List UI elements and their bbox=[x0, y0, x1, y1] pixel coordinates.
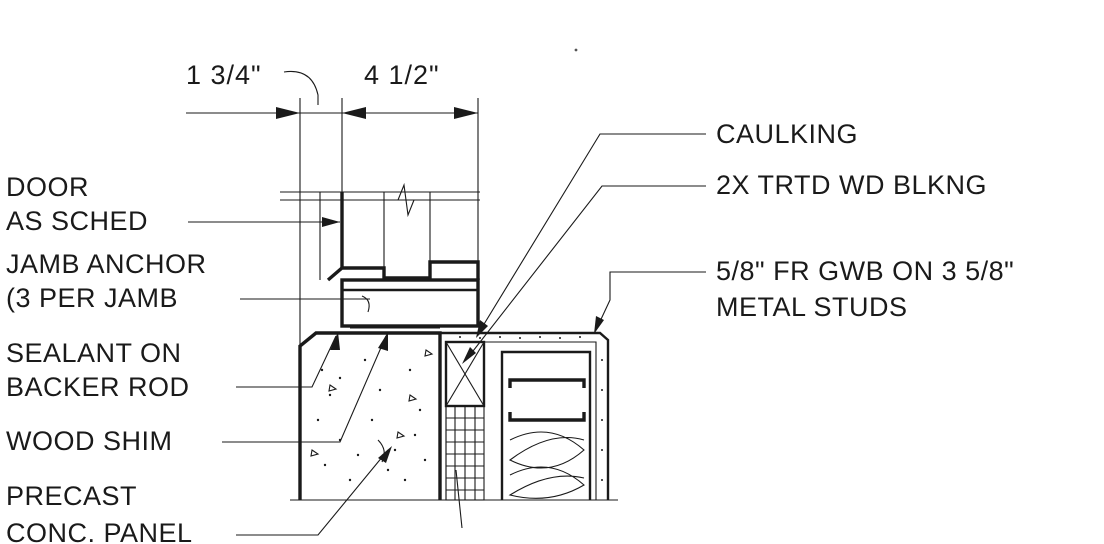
stud-top bbox=[508, 378, 586, 388]
frame-profile bbox=[326, 260, 480, 282]
label-door-2: AS SCHED bbox=[6, 206, 148, 236]
dimension-group: 1 3/4" 4 1/2" bbox=[186, 60, 479, 500]
gwb-outer bbox=[438, 331, 610, 500]
leader-blocking-arrow bbox=[462, 347, 476, 364]
label-precast-2: CONC. PANEL bbox=[6, 518, 193, 544]
leader-gwb-arrow bbox=[594, 316, 604, 334]
blocking-cross-2 bbox=[445, 341, 485, 407]
gwb-stipple bbox=[459, 336, 603, 481]
left-labels: DOOR AS SCHED JAMB ANCHOR (3 PER JAMB SE… bbox=[6, 172, 392, 544]
jamb-anchor bbox=[340, 278, 480, 328]
leader-gwb bbox=[595, 271, 706, 331]
stud-cavity bbox=[500, 350, 592, 500]
stud-bottom bbox=[508, 412, 586, 422]
leader-blocking bbox=[465, 185, 706, 361]
leader-sealant-arrow bbox=[330, 332, 340, 350]
leader-sealant bbox=[236, 335, 337, 388]
label-shim: WOOD SHIM bbox=[6, 426, 173, 456]
insulation-1 bbox=[508, 431, 585, 469]
door-frame bbox=[280, 182, 480, 328]
label-gwb-2: METAL STUDS bbox=[716, 292, 908, 322]
leader-precast-arrow bbox=[378, 446, 392, 463]
gwb-inner bbox=[445, 341, 597, 500]
stray-dot bbox=[574, 48, 578, 52]
dimension-leader bbox=[283, 70, 319, 105]
concrete-stipple bbox=[316, 358, 427, 482]
leader-shim bbox=[222, 335, 387, 443]
bottom-leader bbox=[455, 469, 463, 529]
break-symbol bbox=[397, 182, 415, 218]
arrowhead-3 bbox=[454, 107, 478, 119]
dimension-left-text: 1 3/4" bbox=[186, 60, 262, 90]
leader-door-arrow bbox=[322, 217, 340, 227]
leader-caulking bbox=[477, 133, 706, 335]
dimension-right-text: 4 1/2" bbox=[364, 60, 440, 90]
precast-panel bbox=[298, 327, 442, 500]
leader-precast bbox=[236, 449, 389, 536]
label-sealant-2: BACKER ROD bbox=[6, 372, 190, 402]
label-anchor-1: JAMB ANCHOR bbox=[6, 249, 207, 279]
insulation-2 bbox=[508, 466, 585, 499]
anchor-squiggle bbox=[361, 295, 370, 313]
arrowhead-1 bbox=[276, 107, 300, 119]
panel-outline bbox=[298, 331, 442, 500]
mesh-grid bbox=[446, 406, 484, 500]
wall-assembly bbox=[290, 331, 618, 529]
right-labels: CAULKING 2X TRTD WD BLKNG 5/8" FR GWB ON… bbox=[462, 119, 1014, 364]
label-sealant-1: SEALANT ON bbox=[6, 338, 182, 368]
label-door-1: DOOR bbox=[6, 172, 89, 202]
arrowhead-2 bbox=[342, 107, 366, 119]
label-precast-1: PRECAST bbox=[6, 481, 137, 511]
leader-shim-arrow bbox=[378, 332, 388, 351]
label-blocking: 2X TRTD WD BLKNG bbox=[716, 170, 987, 200]
label-caulking: CAULKING bbox=[716, 119, 858, 149]
label-gwb-1: 5/8" FR GWB ON 3 5/8" bbox=[716, 256, 1014, 286]
concrete-triangles bbox=[310, 349, 434, 457]
leader-caulking-arrow bbox=[476, 320, 488, 338]
label-anchor-2: (3 PER JAMB bbox=[6, 283, 178, 313]
